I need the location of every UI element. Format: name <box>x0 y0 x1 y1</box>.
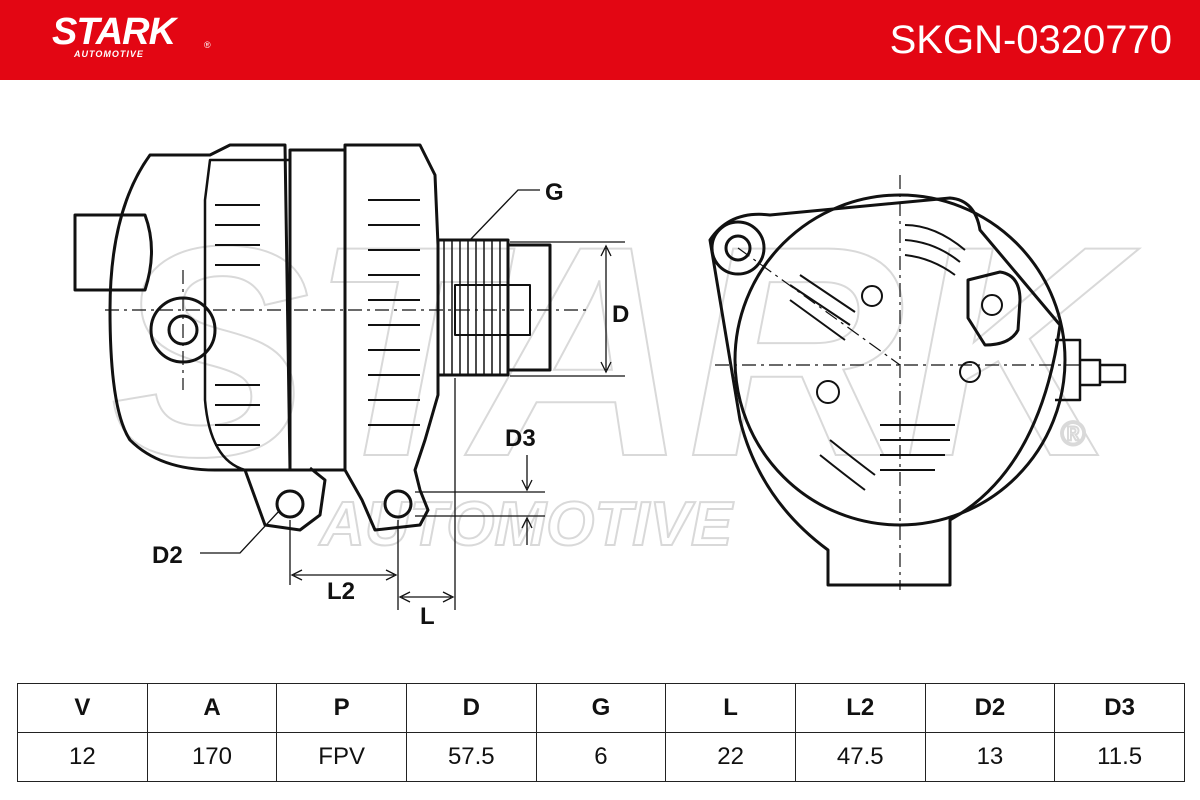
technical-drawing: STARK AUTOMOTIVE ® <box>73 143 1144 630</box>
registered-mark: ® <box>204 40 211 50</box>
connector-plug <box>73 213 153 292</box>
dimension-labels: G D D3 D2 L2 L <box>152 179 629 630</box>
upper-mount-hole <box>724 234 752 262</box>
connector-pin <box>981 294 1003 316</box>
label-d3: D3 <box>505 425 536 452</box>
label-d: D <box>612 301 629 328</box>
spec-value: 57.5 <box>405 732 537 782</box>
label-g: G <box>545 179 564 206</box>
brand-logo: STARK AUTOMOTIVE ® <box>52 11 211 59</box>
front-housing <box>343 143 440 532</box>
label-d2: D2 <box>152 542 183 569</box>
spec-table: V A P D G L L2 D2 D3 12 170 FPV 57.5 6 2… <box>17 683 1185 782</box>
spec-header: D2 <box>924 683 1056 733</box>
rear-vent-arc-3 <box>880 424 955 471</box>
rear-mount-hole <box>275 489 305 519</box>
spec-value: 22 <box>665 732 796 782</box>
pulley-grooves <box>443 240 501 375</box>
label-l2: L2 <box>327 578 355 605</box>
rear-vent-arc-4 <box>819 439 876 491</box>
spec-value-row: 12 170 FPV 57.5 6 22 47.5 13 11.5 <box>17 732 1185 782</box>
spec-header: L <box>665 683 796 733</box>
spec-value: 6 <box>535 732 667 782</box>
watermark-brand: STARK <box>110 183 1143 519</box>
spec-header: D <box>405 683 537 733</box>
part-number: SKGN-0320770 <box>889 18 1172 62</box>
front-mount-hole <box>383 489 413 519</box>
header-bar: STARK AUTOMOTIVE ® SKGN-0320770 <box>0 0 1200 80</box>
b-plus-terminal <box>1055 338 1127 402</box>
spec-header: G <box>535 683 667 733</box>
spec-value: 12 <box>17 732 148 782</box>
rear-centerlines <box>715 175 1080 590</box>
pulley-nut <box>506 243 552 372</box>
spec-value: 170 <box>146 732 278 782</box>
rear-vent-arc-2 <box>789 274 856 341</box>
rear-nut-3 <box>959 361 981 383</box>
rear-mount-ear <box>243 466 327 532</box>
rear-outline <box>708 196 1062 587</box>
watermark-subtitle: AUTOMOTIVE <box>318 490 734 559</box>
rear-nut-2 <box>816 380 840 404</box>
side-dimension-lines <box>200 189 625 610</box>
spec-value: FPV <box>276 732 407 782</box>
rear-vent-arc-1 <box>904 224 966 276</box>
brand-name: STARK <box>52 11 176 53</box>
brand-subtitle: AUTOMOTIVE <box>74 49 144 59</box>
spec-value: 47.5 <box>794 732 926 782</box>
regulator-connector <box>966 270 1022 347</box>
front-vents <box>368 199 420 426</box>
spec-header-row: V A P D G L L2 D2 D3 <box>17 683 1185 733</box>
rear-vents <box>215 204 260 446</box>
spec-value: 11.5 <box>1054 732 1185 782</box>
label-l: L <box>420 603 435 630</box>
rear-nut-1 <box>861 285 883 307</box>
spec-header: D3 <box>1054 683 1185 733</box>
rear-housing <box>203 158 292 472</box>
rear-cover <box>108 143 292 472</box>
spec-value: 13 <box>924 732 1056 782</box>
alternator-side-view <box>73 143 552 532</box>
side-centerlines <box>105 270 590 390</box>
spec-header: L2 <box>794 683 926 733</box>
spec-header: V <box>17 683 148 733</box>
spec-header: P <box>276 683 407 733</box>
upper-mount-boss <box>710 220 766 276</box>
watermark-registered: ® <box>1060 415 1086 453</box>
spec-header: A <box>146 683 278 733</box>
watermark: STARK AUTOMOTIVE ® <box>109 182 1144 560</box>
